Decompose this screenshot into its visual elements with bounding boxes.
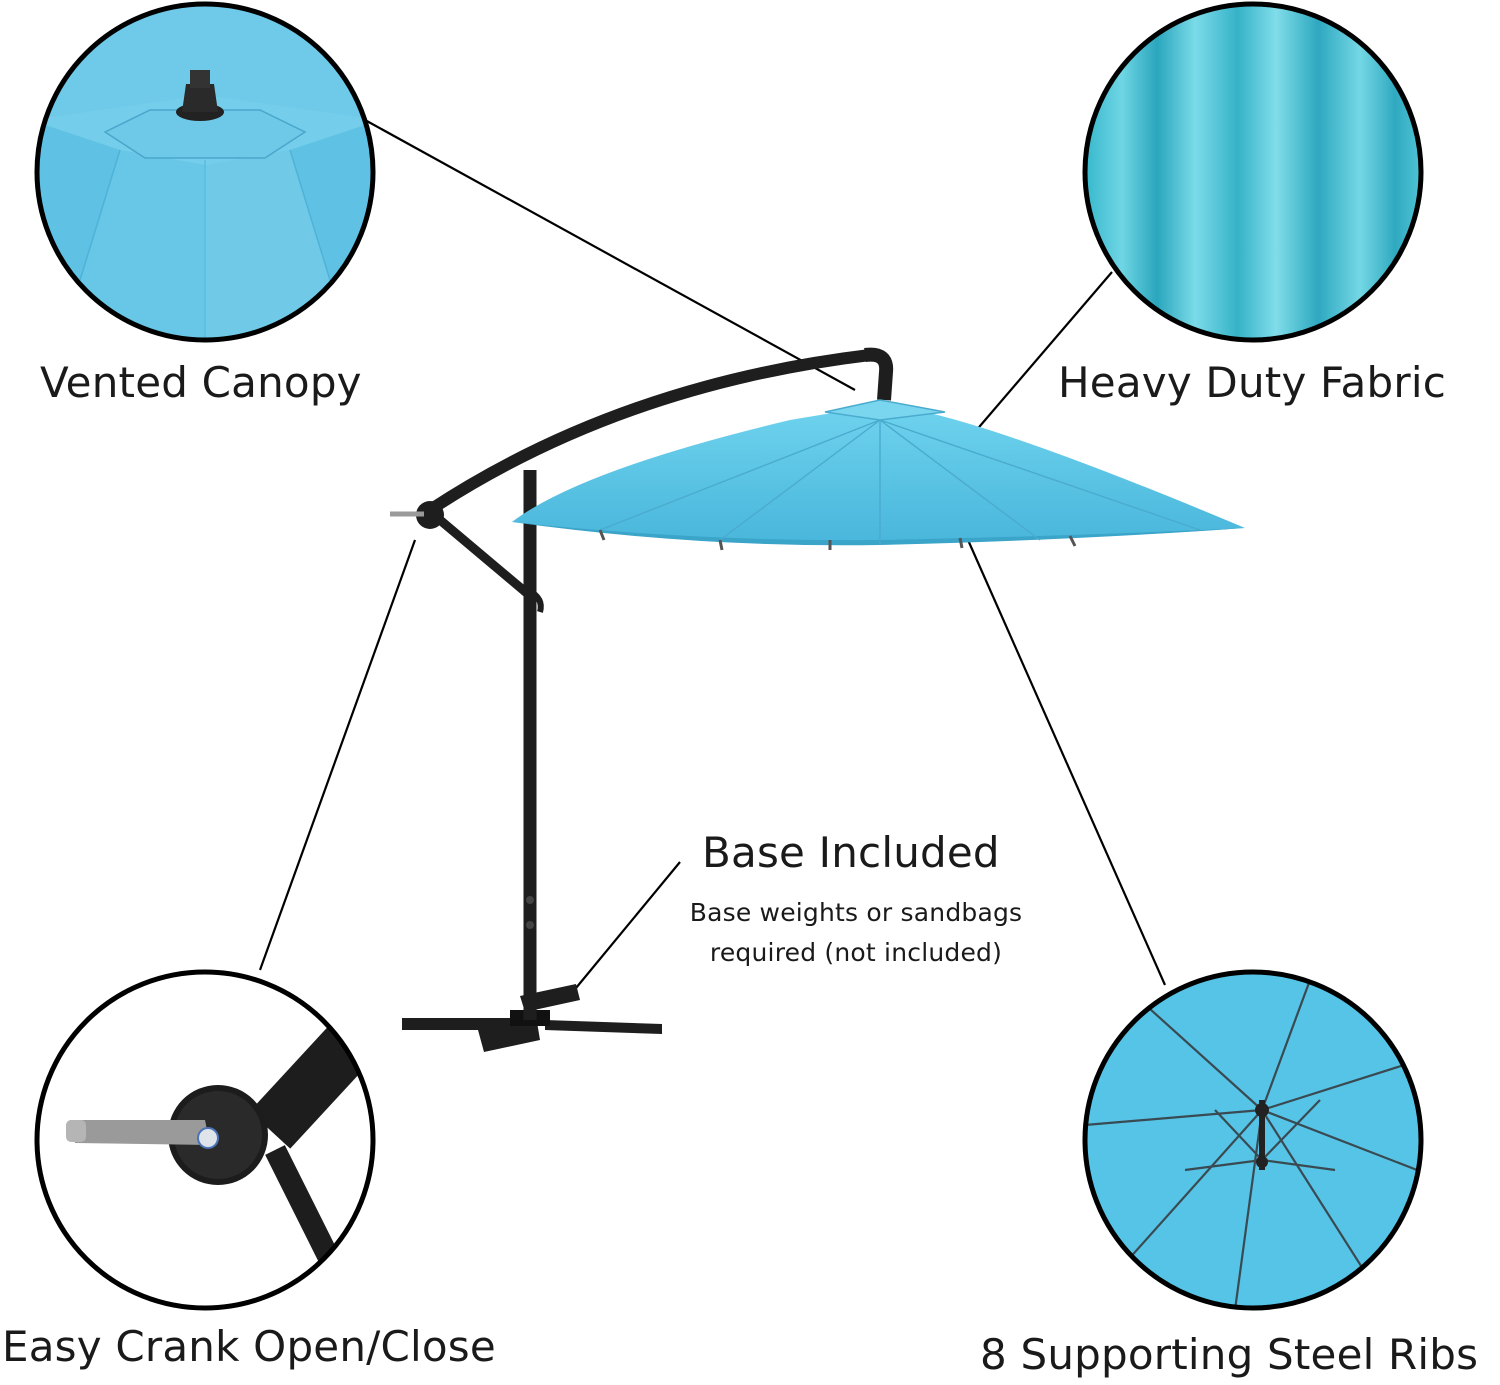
label-vented-canopy: Vented Canopy bbox=[40, 358, 362, 407]
connector-vented-canopy bbox=[364, 119, 856, 391]
cantilever-umbrella-illustration bbox=[390, 347, 1245, 1052]
connector-crank bbox=[258, 539, 417, 971]
fabric-detail-icon bbox=[1082, 1, 1424, 343]
umbrella-arm bbox=[426, 349, 871, 516]
vented-canopy-detail-icon bbox=[34, 1, 376, 343]
label-base-note: Base weights or sandbags required (not i… bbox=[670, 893, 1042, 973]
ribs-detail-icon bbox=[1082, 969, 1424, 1311]
base-note-line-2: required (not included) bbox=[709, 938, 1003, 967]
crank-handle-detail-icon bbox=[34, 969, 376, 1311]
base-note-line-1: Base weights or sandbags bbox=[689, 898, 1023, 927]
label-easy-crank: Easy Crank Open/Close bbox=[2, 1322, 496, 1371]
label-base-included: Base Included bbox=[702, 828, 1000, 877]
connector-lines bbox=[258, 119, 1167, 989]
umbrella-canopy bbox=[512, 399, 1245, 551]
label-steel-ribs: 8 Supporting Steel Ribs bbox=[980, 1330, 1479, 1379]
connector-base bbox=[575, 861, 681, 989]
connector-heavy-fabric bbox=[967, 271, 1113, 441]
connector-ribs bbox=[966, 539, 1167, 986]
label-heavy-duty-fabric: Heavy Duty Fabric bbox=[1058, 358, 1446, 407]
